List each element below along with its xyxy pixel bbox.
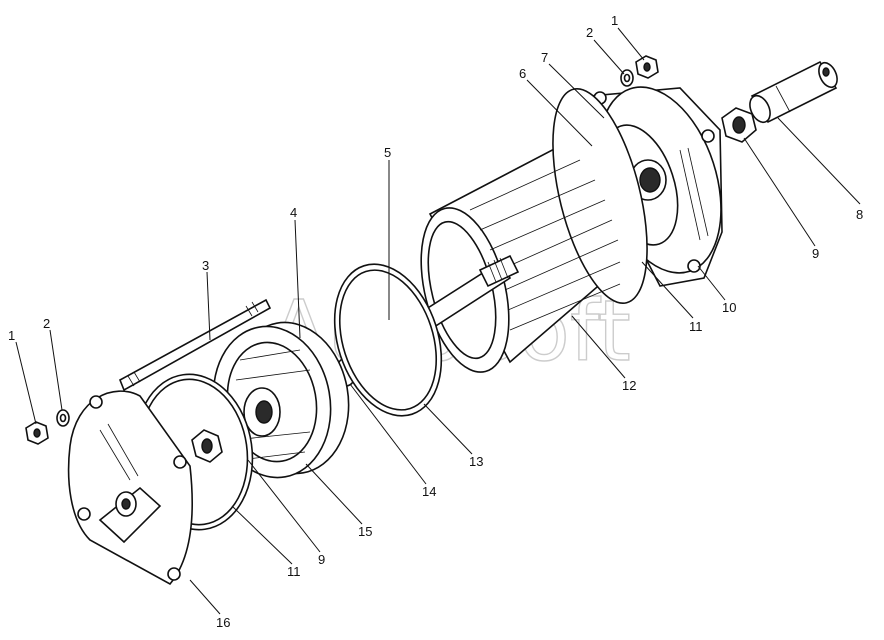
callout-tie-rod: 3 <box>202 258 209 273</box>
callout-coupling-sleeve: 8 <box>856 207 863 222</box>
callout-shaft: 5 <box>384 145 391 160</box>
washer-left <box>56 409 70 427</box>
nut-left-large <box>191 429 223 463</box>
callout-nut-right: 1 <box>611 13 618 28</box>
callout-washer-left: 2 <box>43 316 50 331</box>
o-ring <box>333 263 443 417</box>
callout-gasket-right: 11 <box>689 319 703 334</box>
callout-rotor-plate: 15 <box>358 524 372 539</box>
coupling-sleeve <box>749 60 838 124</box>
nut-left-small <box>25 421 49 445</box>
callout-rotor-disk: 4 <box>290 205 297 220</box>
tie-rod <box>118 298 272 392</box>
nut-right-large <box>721 107 757 143</box>
callout-housing-flange: 7 <box>541 50 548 65</box>
callouts: 1 2 7 6 5 8 4 9 3 10 11 1 2 12 13 14 15 … <box>8 13 863 630</box>
callout-housing-bore: 6 <box>519 66 526 81</box>
callout-housing: 10 <box>722 300 736 315</box>
nut-right-small <box>635 55 659 79</box>
callout-stator-drum: 12 <box>622 378 636 393</box>
callout-end-cover: 16 <box>216 615 230 630</box>
callout-nut-left-large: 9 <box>318 552 325 567</box>
callout-nut-left: 1 <box>8 328 15 343</box>
callout-washer-right: 2 <box>586 25 593 40</box>
leader-lines <box>15 27 861 615</box>
callout-shaft-collar: 14 <box>422 484 436 499</box>
callout-nut-right-large: 9 <box>812 246 819 261</box>
callout-o-ring: 13 <box>469 454 483 469</box>
end-cover <box>67 390 194 586</box>
callout-gasket-left: 11 <box>287 564 301 579</box>
